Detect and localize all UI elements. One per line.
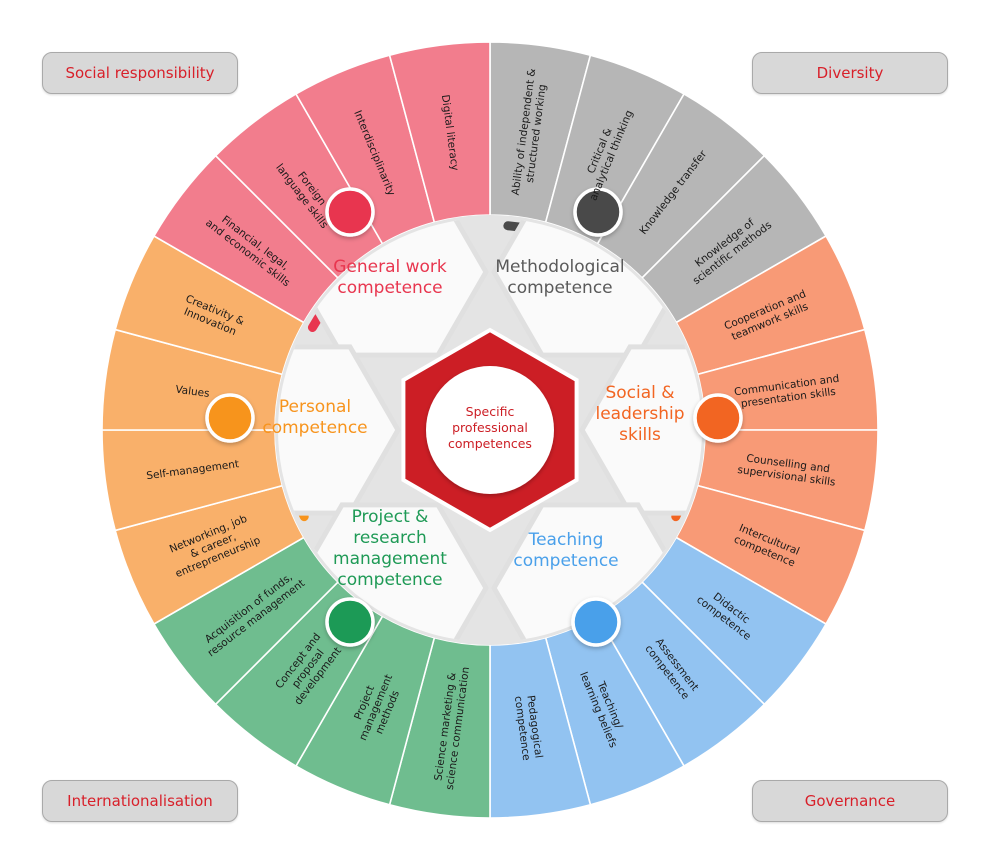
skill-label: Values [175, 384, 211, 400]
dot-social [693, 393, 743, 443]
competence-dots [205, 187, 743, 647]
skill-label: Ability of independent &structured worki… [510, 68, 551, 198]
competence-hexagons [278, 218, 702, 642]
dot-teaching [571, 597, 621, 647]
corner-social-responsibility: Social responsibility [42, 52, 238, 94]
skill-segments [101, 41, 879, 819]
dot-personal [205, 393, 255, 443]
dot-project [325, 597, 375, 647]
corner-internationalisation: Internationalisation [42, 780, 238, 822]
center-circle [426, 366, 554, 494]
corner-governance: Governance [752, 780, 948, 822]
dot-methodological [573, 187, 623, 237]
dot-general [325, 187, 375, 237]
corner-diversity: Diversity [752, 52, 948, 94]
hex-social [579, 344, 702, 516]
